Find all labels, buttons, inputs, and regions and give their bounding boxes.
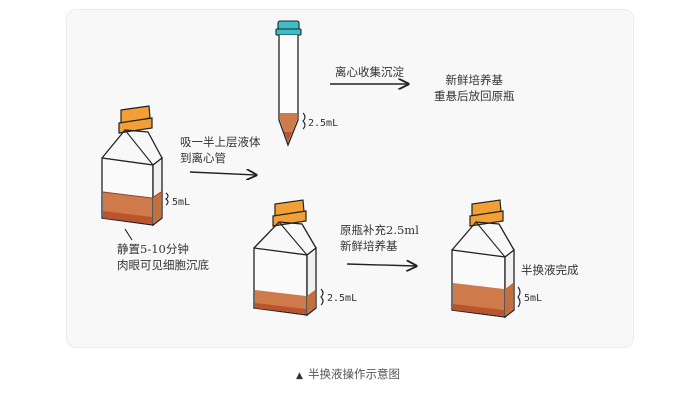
- arrow-aspirate: [189, 172, 256, 175]
- resuspend-label: 新鲜培养基 重悬后放回原瓶: [434, 72, 515, 104]
- wait-label: 静置5-10分钟 肉眼可见细胞沉底: [117, 241, 209, 273]
- resuspend-label-line1: 新鲜培养基: [445, 73, 504, 87]
- refill-label-line2: 新鲜培养基: [340, 239, 398, 253]
- volume-label-start: 5mL: [172, 197, 191, 208]
- caption-text: 半换液操作示意图: [307, 367, 400, 381]
- flask-start-icon: [101, 105, 163, 227]
- volume-label-half: 2.5mL: [327, 293, 358, 304]
- wait-label-line1: 静置5-10分钟: [117, 242, 189, 256]
- wait-label-line2: 肉眼可见细胞沉底: [117, 258, 209, 272]
- figure-caption: ▲ 半换液操作示意图: [0, 366, 696, 382]
- aspirate-label: 吸一半上层液体 到离心管: [180, 134, 261, 166]
- flask-final-icon: [451, 199, 515, 319]
- resuspend-label-line2: 重悬后放回原瓶: [434, 89, 515, 103]
- complete-label: 半换液完成: [521, 263, 579, 277]
- refill-label-line1: 原瓶补充2.5ml: [340, 223, 419, 237]
- caption-marker: ▲: [296, 371, 303, 381]
- centrifuge-tube-icon: [275, 20, 302, 147]
- centrifuge-label: 离心收集沉淀: [335, 65, 404, 79]
- refill-label: 原瓶补充2.5ml 新鲜培养基: [340, 222, 419, 254]
- aspirate-label-line1: 吸一半上层液体: [180, 135, 261, 149]
- volume-label-final: 5mL: [524, 293, 543, 304]
- arrow-refill: [346, 264, 416, 266]
- aspirate-label-line2: 到离心管: [180, 151, 226, 165]
- flask-half-icon: [253, 199, 317, 317]
- volume-label-tube: 2.5mL: [308, 118, 339, 129]
